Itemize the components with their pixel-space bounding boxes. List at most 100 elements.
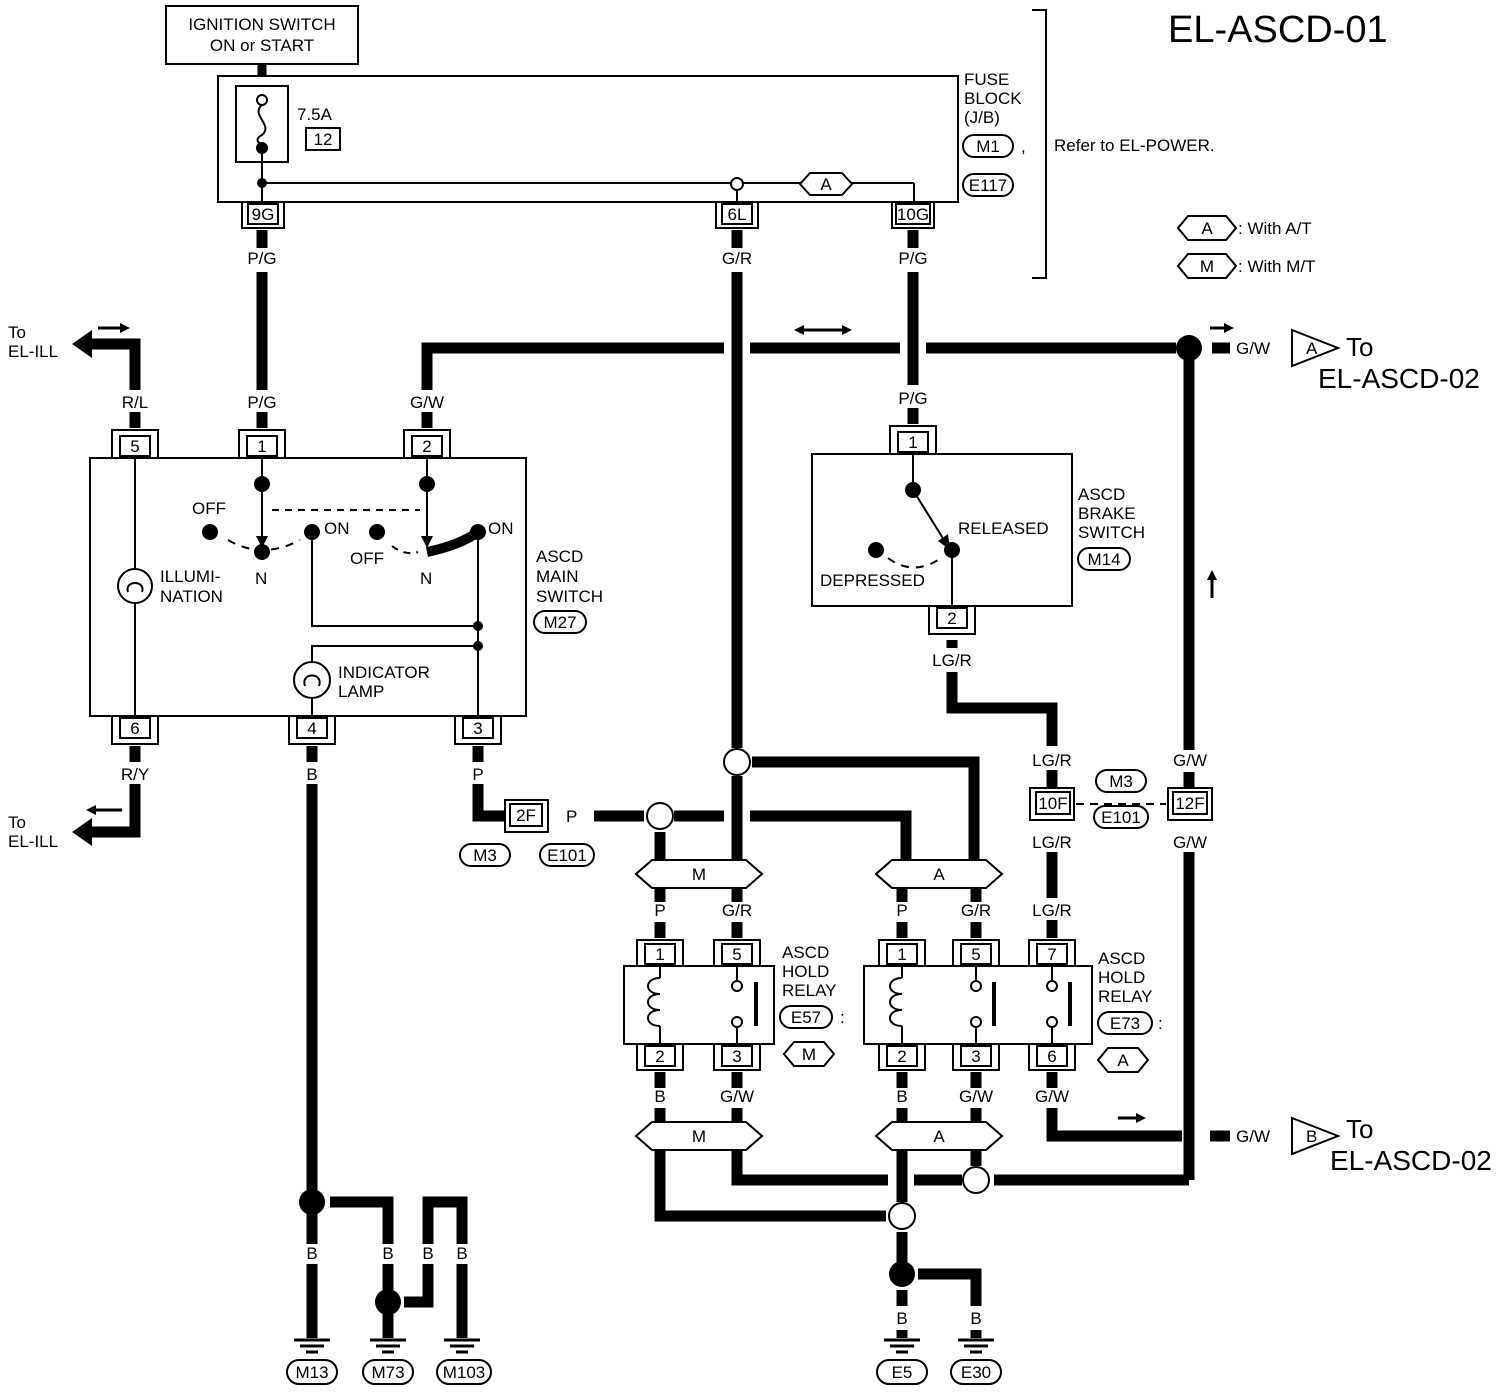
indicator-lamp-icon — [293, 661, 331, 699]
svg-text:10F: 10F — [1038, 794, 1067, 813]
relay-a-name-2: HOLD — [1098, 968, 1145, 987]
svg-text:10G: 10G — [897, 205, 929, 224]
option-a-lower: A — [874, 1121, 1004, 1151]
ground-conn-e30: E30 — [961, 1363, 991, 1382]
offpage-a-to: To — [1346, 332, 1373, 362]
offpage-a-tag: A — [1306, 339, 1318, 358]
ground-wire-b-6: B — [970, 1309, 981, 1328]
option-m-lower: M — [634, 1121, 764, 1151]
offpage-b-to: To — [1346, 1114, 1373, 1144]
offpage-el-ill-bottom: To EL-ILL — [8, 805, 122, 851]
wire-6l-label: G/R — [722, 249, 752, 268]
relay-m-wire-5: G/R — [722, 901, 752, 920]
svg-text:2: 2 — [947, 609, 956, 628]
legend-m-text: : With M/T — [1238, 257, 1315, 276]
switch1-n-label: N — [255, 569, 267, 588]
switch2-off-label: OFF — [350, 549, 384, 568]
illumination-label-2: NATION — [160, 587, 223, 606]
ascd-brake-switch: 1 2 RELEASED DEPRESSED — [811, 425, 1073, 635]
wire-9g-label: P/G — [247, 249, 276, 268]
joint-10f-conn-m3: M3 — [1109, 772, 1133, 791]
switch2-on-label: ON — [488, 519, 514, 538]
joint-2f-conn-e101: E101 — [547, 846, 587, 865]
offpage-b-arrow — [1291, 1116, 1341, 1156]
svg-text:6: 6 — [130, 719, 139, 738]
wire-rl-label: R/L — [122, 393, 148, 412]
wire-lgr-lower: LG/R — [1032, 833, 1072, 852]
diagram-title: EL-ASCD-01 — [1168, 9, 1388, 51]
joint-10f-conn-e101: E101 — [1101, 808, 1141, 827]
relay-m-colon: : — [840, 1008, 845, 1027]
fuse-block-label-2: BLOCK — [964, 89, 1022, 108]
ground-conn-m103: M103 — [443, 1363, 486, 1382]
main-switch-name-3: SWITCH — [536, 587, 603, 606]
offpage-b-wire: G/W — [1236, 1127, 1270, 1146]
relay-a-wire-1: P — [896, 901, 907, 920]
splice-ground-m73 — [375, 1289, 401, 1315]
indicator-lamp-label-2: LAMP — [338, 682, 384, 701]
ground-wire-b-1: B — [306, 1244, 317, 1263]
wire-p-label: P — [472, 765, 483, 784]
svg-text:5: 5 — [130, 437, 139, 456]
ground-icon-e30 — [958, 1338, 994, 1354]
svg-text:6L: 6L — [728, 205, 747, 224]
power-bracket — [1032, 9, 1047, 279]
brake-switch-connector: M14 — [1087, 550, 1120, 569]
bidirectional-arrow — [794, 325, 852, 335]
ground-wire-b-5: B — [896, 1309, 907, 1328]
splice-ground-left — [299, 1189, 325, 1215]
relay-m-connector: E57 — [791, 1008, 821, 1027]
relay-a-wire-2: B — [896, 1087, 907, 1106]
svg-text:12F: 12F — [1175, 794, 1204, 813]
released-label: RELEASED — [958, 519, 1049, 538]
switch2-n-label: N — [420, 569, 432, 588]
svg-text:1: 1 — [655, 945, 664, 964]
illumination-bulb-icon — [117, 568, 153, 604]
ground-icon-e5 — [884, 1338, 920, 1354]
legend-a-tag: A — [1201, 219, 1213, 238]
legend-a-text: : With A/T — [1238, 219, 1312, 238]
relay-a-tag: A — [1117, 1051, 1129, 1070]
ground-conn-m13: M13 — [295, 1363, 328, 1382]
wire-pg-label: P/G — [247, 393, 276, 412]
svg-text:6: 6 — [1047, 1047, 1056, 1066]
joint-2f: 2F P M3 E101 — [459, 799, 595, 867]
svg-text:2: 2 — [655, 1047, 664, 1066]
refer-text: Refer to EL-POWER. — [1054, 136, 1215, 155]
ground-icon-m103 — [444, 1338, 480, 1354]
indicator-lamp-label-1: INDICATOR — [338, 663, 430, 682]
relay-a-name-1: ASCD — [1098, 949, 1145, 968]
wire-b-label: B — [306, 765, 317, 784]
hold-relay-a: 1 5 7 2 3 6 — [863, 939, 1093, 1071]
svg-text:4: 4 — [307, 719, 316, 738]
fuse-terminal-9g: 9G — [241, 202, 285, 229]
fuse-conn-e117: E117 — [969, 176, 1007, 195]
fuse-terminal-6l: 6L — [715, 202, 759, 229]
hold-relay-m: 1 5 2 3 — [623, 939, 775, 1071]
relay-a-wire-7: LG/R — [1032, 901, 1072, 920]
svg-text:3: 3 — [732, 1047, 741, 1066]
fuse-conn-comma: , — [1021, 137, 1026, 156]
splice-p — [646, 802, 674, 830]
svg-text:M: M — [692, 1127, 706, 1146]
splice-gw — [1176, 335, 1202, 361]
ignition-label-2: ON or START — [210, 36, 314, 55]
brake-wire-bottom: LG/R — [932, 651, 972, 670]
fuse-block-label-1: FUSE — [964, 70, 1009, 89]
offpage-a-wire: G/W — [1236, 339, 1270, 358]
relay-m-name-2: HOLD — [782, 962, 829, 981]
svg-text:To: To — [8, 323, 26, 342]
legend: A : With A/T M : With M/T — [1176, 215, 1315, 279]
option-a-label: A — [820, 175, 832, 194]
svg-text:2: 2 — [897, 1047, 906, 1066]
svg-text:1: 1 — [257, 437, 266, 456]
splice-gr — [723, 748, 751, 776]
brake-switch-name-2: BRAKE — [1078, 504, 1136, 523]
splice-gw-lower — [962, 1166, 990, 1194]
ground-conn-e5: E5 — [892, 1363, 913, 1382]
joint-12f: 12F — [1167, 787, 1213, 821]
wire-lgr-upper: LG/R — [1032, 751, 1072, 770]
fuse-number: 12 — [314, 130, 333, 149]
